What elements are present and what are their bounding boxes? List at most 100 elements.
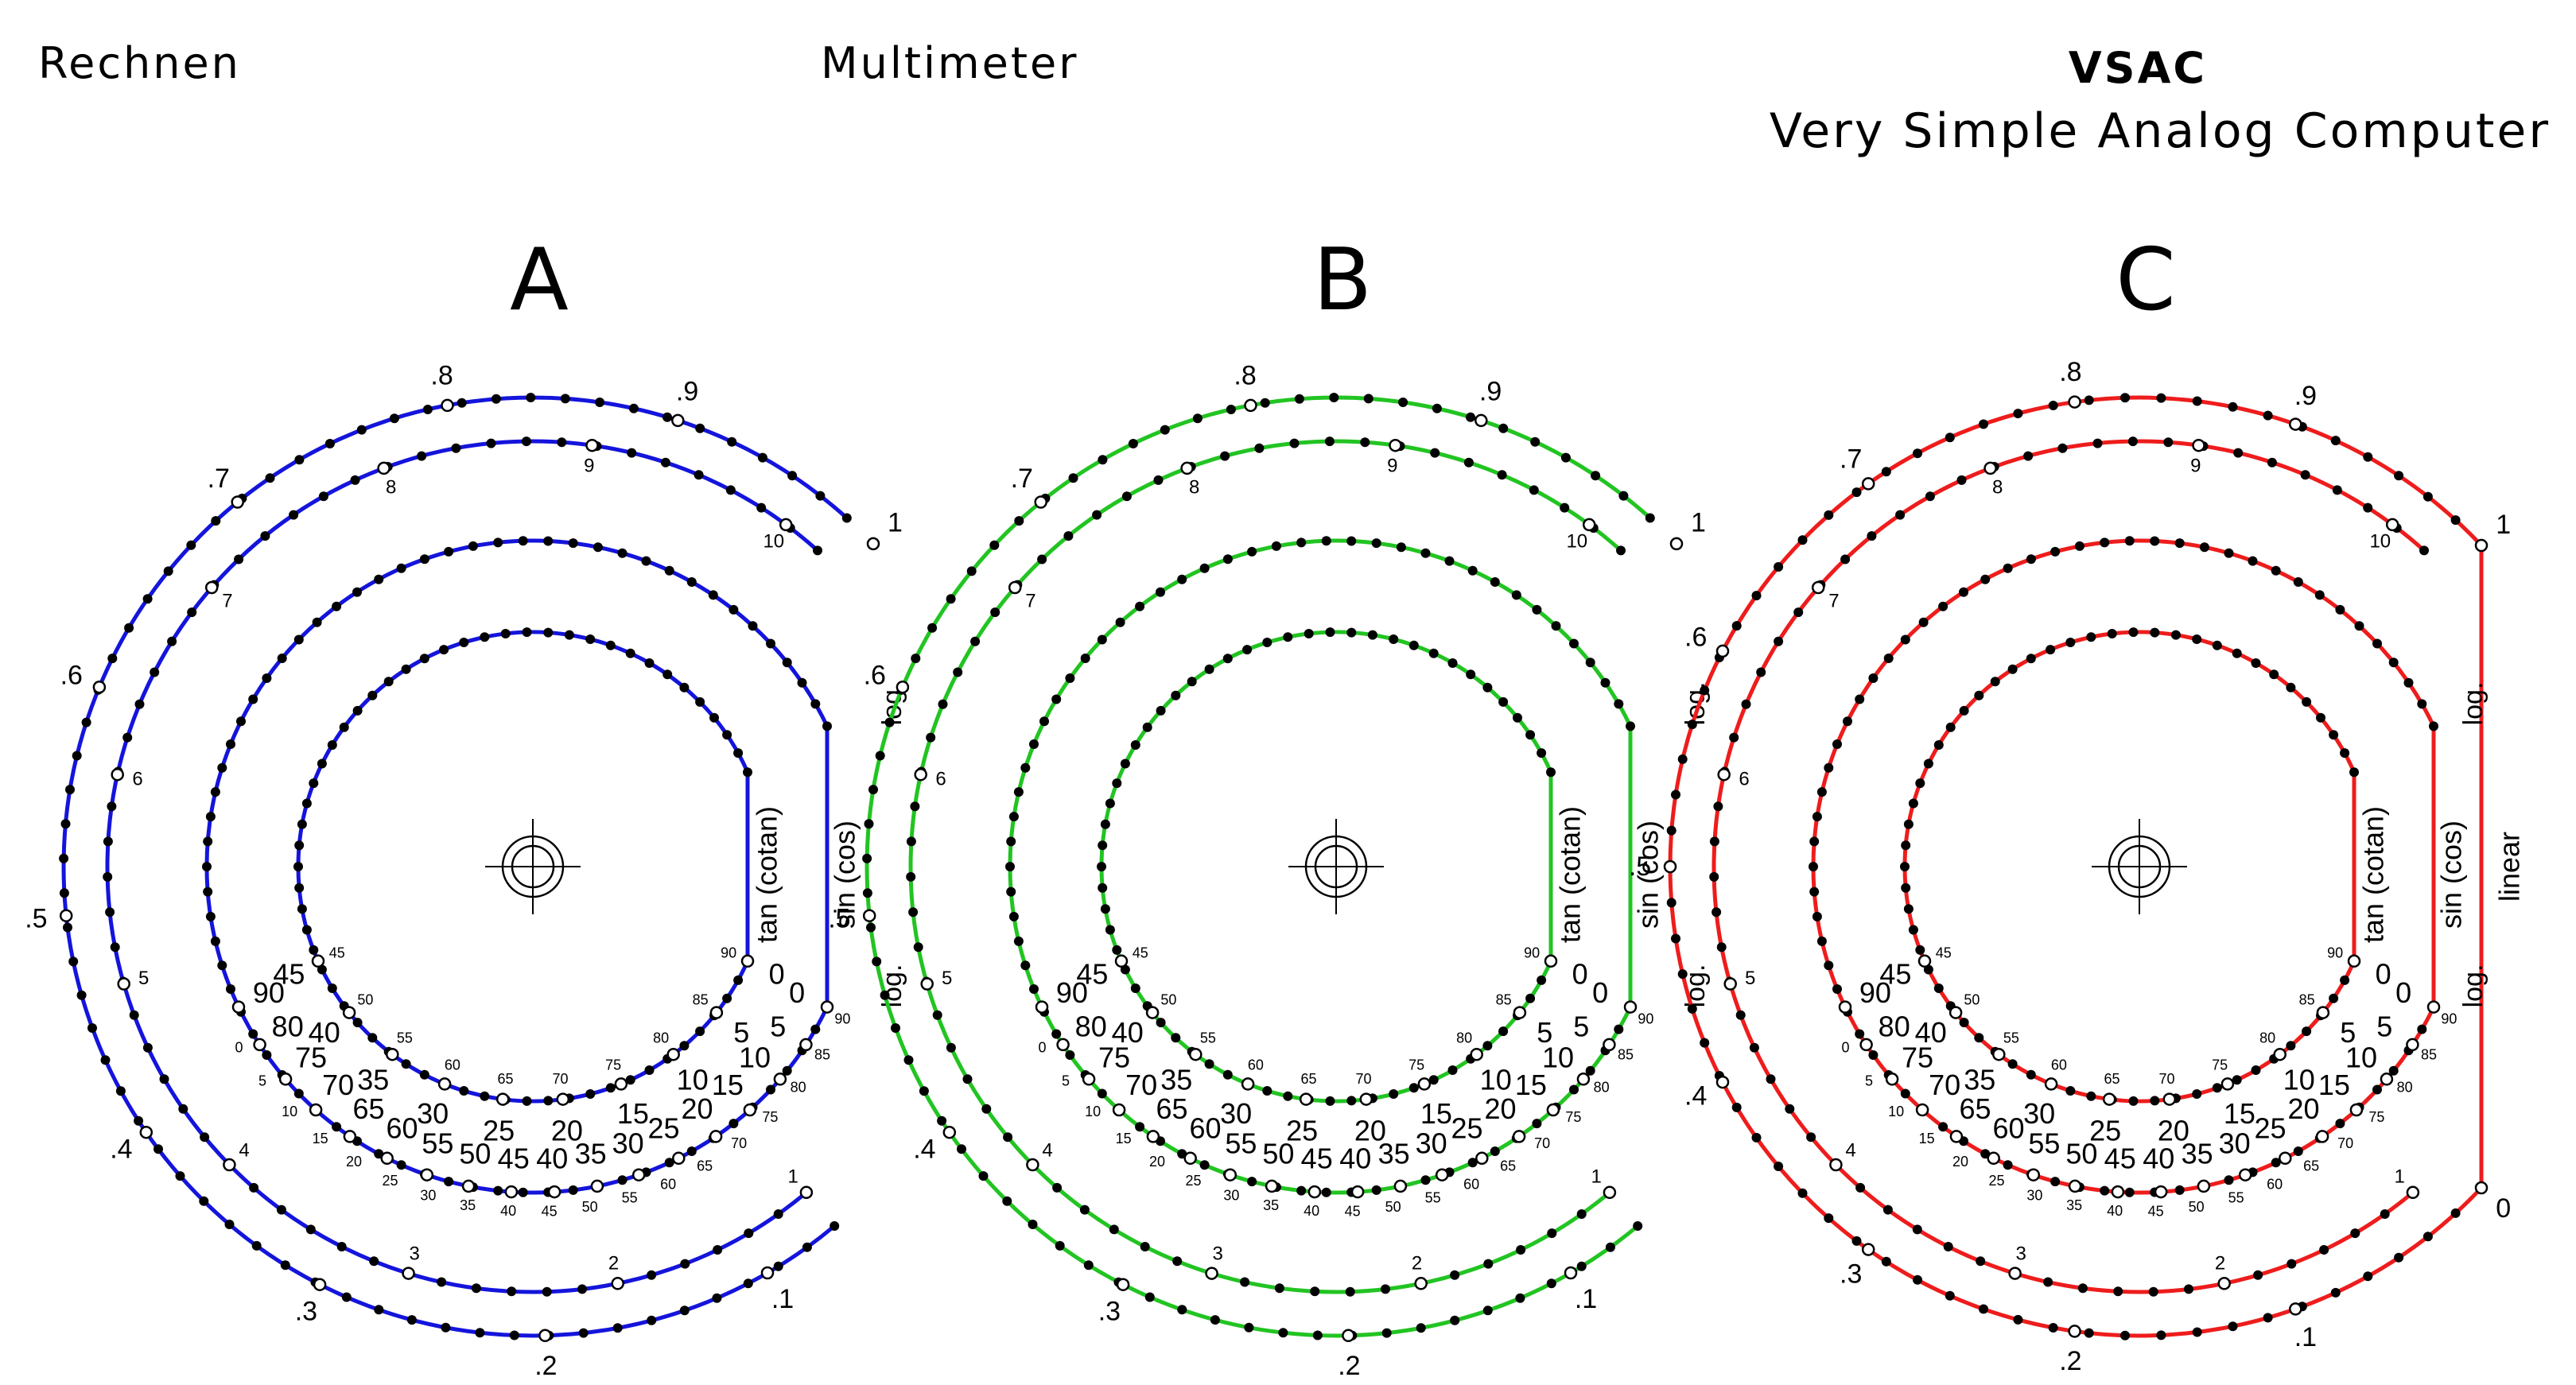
log-ring-tick [1943,1242,1953,1251]
sin-ring-label: 90 [1056,976,1088,1009]
outer-scale-tick [911,654,921,664]
tan-ring-tick [1389,634,1399,644]
outer-scale-label: .5 [1629,852,1651,882]
log-ring-mark [2385,518,2399,532]
tan-ring-label: 5 [733,1016,749,1049]
sin-ring-tick [1600,677,1610,688]
sin-ring-tick [2372,1084,2382,1095]
sin-ring-tick [493,537,503,548]
sin-ring-mark [820,1000,834,1014]
log-ring-label: 9 [1387,456,1397,477]
tan-ring-tick [2086,632,2096,642]
log-ring-label: 3 [410,1243,420,1264]
sin-ring-tick [1569,1084,1579,1095]
outer-scale-tick [1671,789,1680,800]
outer-scale-tick [884,717,895,727]
log-ring-mark [1180,461,1194,475]
sin-ring-tick [1959,587,1968,597]
log-ring-label: 6 [1739,768,1749,789]
sin-ring-tick [2388,1065,2399,1076]
tan-ring-tick [1098,840,1108,851]
sin-ring-tick [1020,762,1031,773]
outer-scale-tick [978,1171,989,1181]
sin-ring-label-small: 20 [1149,1154,1165,1170]
outer-scale-tick [2363,1271,2373,1282]
outer-scale-tick [662,412,672,422]
sin-ring-label-small: 25 [382,1173,398,1189]
outer-scale-tick [1945,1290,1955,1301]
tan-ring-tick [1513,712,1522,723]
outer-scale-tick [2192,396,2202,406]
tan-ring-tick [2128,627,2139,638]
log-ring-tick [932,1010,942,1020]
sin-ring-label: 0 [2395,976,2411,1009]
log-ring-tick [187,607,197,618]
tan-ring-tick [1900,862,1910,871]
tan-ring-tick [383,677,394,687]
sin-ring-tick [810,699,821,709]
log-ring-tick [981,1104,992,1114]
sin-ring-tick [217,960,227,971]
sin-ring-mark [1512,1130,1526,1143]
sin-ring-tick [374,574,384,584]
sin-ring-tick [1855,694,1865,704]
outer-scale-label: .3 [295,1297,317,1327]
outer-scale-label: .5 [25,904,47,934]
tan-ring-tick [2026,654,2036,664]
outer-scale-label: .1 [771,1284,794,1314]
sin-ring-mark [253,1038,266,1052]
outer-scale-tick [115,1086,126,1096]
outer-scale-tick [406,1315,417,1325]
log-ring-tick [521,436,531,447]
outer-scale-tick [1466,412,1475,422]
tan-ring-tick [2150,1096,2160,1106]
sin-ring-tick [1177,574,1187,584]
tan-ring-tick [1537,975,1547,985]
outer-scale-tick [1979,419,1988,429]
outer-scale-tick [63,922,72,933]
outer-scale-tick [2228,1321,2238,1332]
tan-ring-tick [2302,1026,2312,1037]
sin-ring-label: 15 [1515,1069,1547,1101]
tan-ring-tick [2251,1065,2261,1075]
tan-ring-tick [2192,634,2202,644]
sin-ring-label: 65 [1156,1092,1187,1125]
sin-ring-tick [1029,739,1039,749]
tan-ring-tick [2329,730,2339,740]
outer-scale-tick [1671,933,1680,944]
tan-ring-tick [1974,1033,1984,1043]
sin-ring-mark [420,1168,434,1181]
tan-ring-tick [1908,798,1918,809]
sin-ring-label-small: 65 [697,1158,713,1174]
sin-ring-label: 90 [1859,976,1891,1009]
sin-ring-mark [1082,1073,1096,1086]
outer-scale-label: .4 [913,1135,935,1165]
log-ring-tick [1882,1205,1893,1215]
tan-ring-label-small: 75 [605,1057,621,1073]
sin-ring-tick [686,1146,697,1156]
tan-ring-label: 35 [1160,1064,1192,1096]
sin-ring-tick [2224,548,2234,558]
outer-scale-tick [124,623,134,633]
tan-ring-label-small: 45 [1936,945,1952,960]
outer-scale-tick [743,1278,753,1289]
outer-scale-tick [2363,452,2373,462]
tan-ring-tick [679,1041,690,1051]
outer-scale-tick [251,1240,262,1251]
sin-ring-label-small: 35 [1263,1197,1279,1213]
tan-ring-tick [459,1086,469,1096]
outer-scale-tick [1515,1293,1525,1303]
sin-ring-label: 20 [1484,1092,1516,1125]
outer-scale-tick [2394,1252,2404,1263]
outer-scale-mark [1715,1075,1730,1089]
outer-scale-mark [1669,537,1684,551]
tan-ring-mark [1470,1047,1483,1061]
tan-ring-tick [1105,925,1115,935]
outer-scale-mark [2068,395,2081,409]
log-ring-tick [1749,1042,1759,1053]
tan-ring-tick [1283,1091,1293,1101]
sin-ring-label-small: 30 [2026,1188,2042,1204]
outer-scale-label: .3 [1840,1259,1862,1290]
outer-scale-tick [475,1328,485,1338]
sin-ring-tick [1346,536,1357,546]
